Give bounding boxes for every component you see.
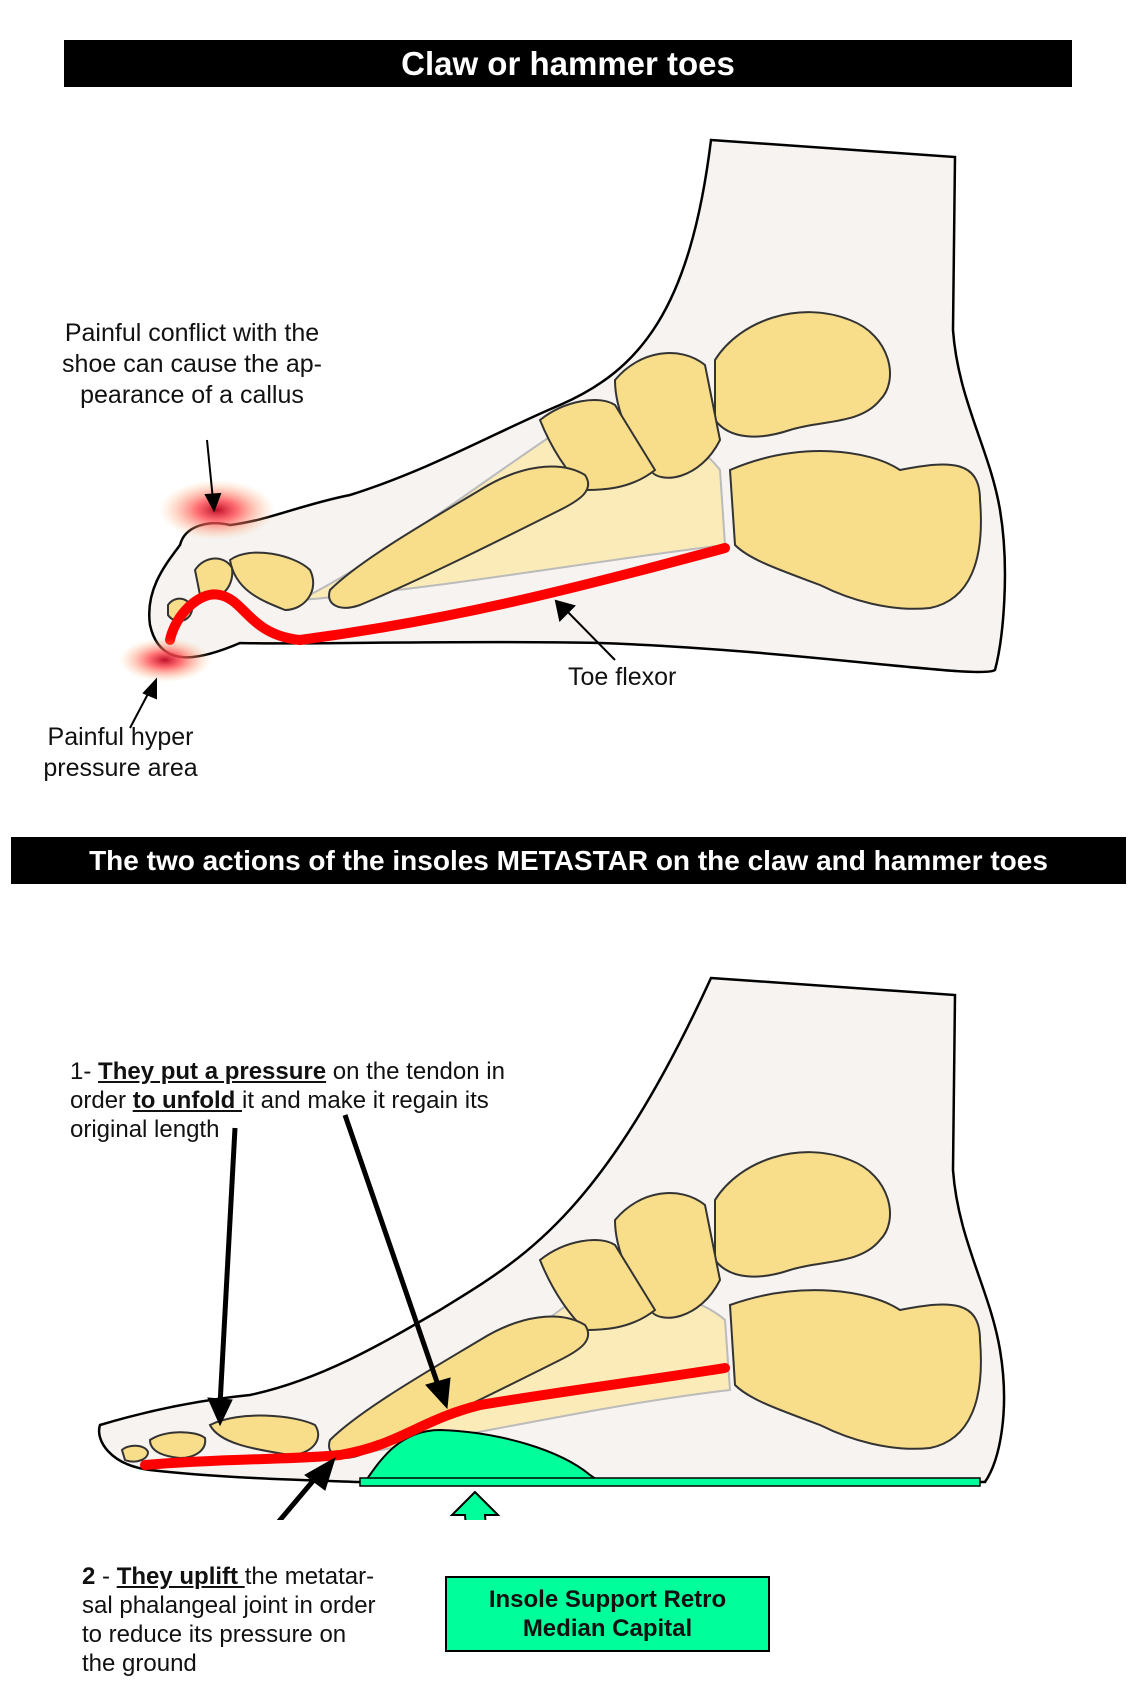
action1-label: 1- They put a pressure on the tendon in … [70, 1057, 505, 1144]
action1-emphasis: to unfold [133, 1087, 242, 1114]
title-banner: Claw or hammer toes [64, 40, 1072, 87]
action2-line: the ground [82, 1649, 376, 1678]
insole-label-box: Insole Support Retro Median Capital [445, 1576, 770, 1652]
action2-arrow [248, 1475, 318, 1520]
pressure-burst [119, 638, 211, 682]
action1-text: on the tendon in [326, 1058, 505, 1085]
callus-label-line: Painful conflict with the [42, 318, 342, 349]
toe-flexor-label: Toe flexor [568, 662, 676, 693]
insole-label-line: Median Capital [489, 1614, 726, 1643]
action2-label: 2 - They uplift the metatar- sal phalang… [82, 1562, 376, 1678]
hyper-pressure-label-line: pressure area [28, 753, 213, 784]
action1-dash: - [83, 1058, 98, 1085]
callus-label-line: pearance of a callus [42, 380, 342, 411]
hyper-pressure-label: Painful hyper pressure area [28, 722, 213, 784]
action2-text: the metatar- [245, 1563, 374, 1590]
section-title-text: The two actions of the insoles METASTAR … [89, 845, 1048, 877]
action1-line: 1- They put a pressure on the tendon in [70, 1057, 505, 1086]
insole-foot-diagram [0, 960, 1137, 1520]
pressure-arrowhead [144, 680, 156, 698]
action2-line: to reduce its pressure on [82, 1620, 376, 1649]
insole-base [360, 1478, 980, 1486]
callus-label: Painful conflict with the shoe can cause… [42, 318, 342, 411]
hyper-pressure-label-line: Painful hyper [28, 722, 213, 753]
action2-line: sal phalangeal joint in order [82, 1591, 376, 1620]
claw-toe-foot-diagram [0, 120, 1137, 820]
action2-line: 2 - They uplift the metatar- [82, 1562, 376, 1591]
insole-pointer-arrow [452, 1492, 498, 1520]
action1-text: order [70, 1087, 133, 1114]
action1-arrow-toe [220, 1128, 235, 1405]
action2-dash: - [95, 1563, 116, 1590]
insole-label-line: Insole Support Retro [489, 1585, 726, 1614]
action1-line: original length [70, 1115, 505, 1144]
action2-emphasis: They uplift [117, 1563, 245, 1590]
action1-line: order to unfold it and make it regain it… [70, 1086, 505, 1115]
callus-burst [159, 480, 275, 540]
section-banner: The two actions of the insoles METASTAR … [11, 837, 1126, 884]
action1-number: 1 [70, 1058, 83, 1085]
title-text: Claw or hammer toes [401, 45, 735, 83]
action1-text: it and make it regain its [242, 1087, 489, 1114]
action2-number: 2 [82, 1563, 95, 1590]
callus-label-line: shoe can cause the ap- [42, 349, 342, 380]
distal-phalanx [122, 1446, 148, 1462]
action1-emphasis: They put a pressure [98, 1058, 326, 1085]
